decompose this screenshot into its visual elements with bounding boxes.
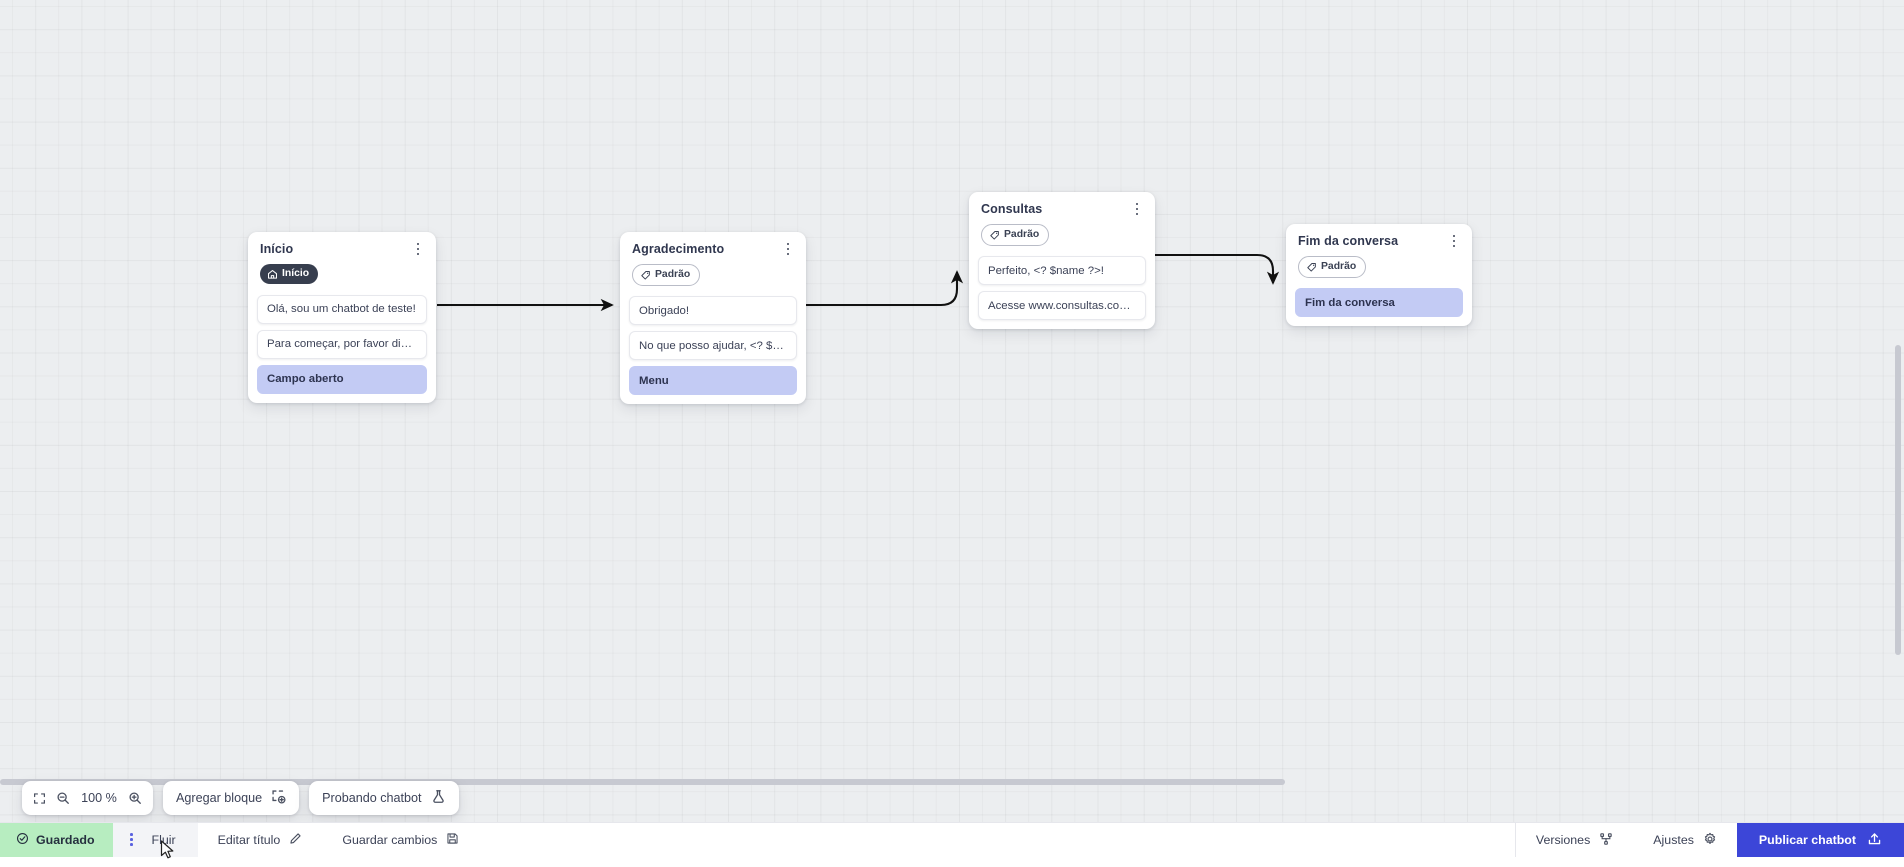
versions-button[interactable]: Versiones — [1516, 823, 1633, 857]
canvas-toolbar: 100 % Agregar bloque Probando chatbot — [22, 781, 459, 815]
add-block-group: Agregar bloque — [163, 781, 299, 815]
node-menu-kebab-icon[interactable] — [1447, 233, 1461, 249]
connector-layer — [0, 0, 1904, 822]
test-chatbot-label: Probando chatbot — [322, 791, 421, 805]
node-header: Fim da conversa — [1295, 233, 1463, 249]
flow-canvas[interactable]: Início Início Olá, sou um chatbot de tes… — [0, 0, 1904, 822]
flow-kebab-icon[interactable] — [125, 833, 139, 847]
settings-label: Ajustes — [1653, 833, 1694, 847]
node-menu-kebab-icon[interactable] — [1130, 201, 1144, 217]
pencil-icon — [289, 832, 302, 848]
node-header: Início — [257, 241, 427, 257]
save-changes-button[interactable]: Guardar cambios — [322, 823, 479, 857]
add-block-button[interactable]: Agregar bloque — [176, 789, 286, 807]
node-rows: Fim da conversa — [1295, 288, 1463, 317]
tab-flujo[interactable]: Fluir — [113, 823, 198, 857]
zoom-level-value: 100 % — [80, 791, 118, 805]
flow-node-consultas[interactable]: Consultas Padrão Perfeito, <? $name ?>! … — [969, 192, 1155, 329]
node-rows: Obrigado! No que posso ajudar, <? $name … — [629, 296, 797, 395]
vertical-scrollbar[interactable] — [1895, 345, 1901, 655]
test-chatbot-button[interactable]: Probando chatbot — [322, 789, 445, 807]
add-block-label: Agregar bloque — [176, 791, 262, 805]
node-badge-row: Padrão — [1295, 249, 1463, 280]
flow-node-fim-da-conversa[interactable]: Fim da conversa Padrão Fim da conversa — [1286, 224, 1472, 326]
saved-label: Guardado — [36, 833, 95, 847]
check-circle-icon — [16, 832, 29, 848]
publish-chatbot-button[interactable]: Publicar chatbot — [1737, 823, 1904, 857]
bottom-bar-right: Versiones Ajustes Publica — [1515, 823, 1904, 857]
node-row-accent[interactable]: Fim da conversa — [1295, 288, 1463, 317]
node-badge-default[interactable]: Padrão — [981, 224, 1049, 246]
saved-status-badge: Guardado — [0, 823, 113, 857]
zoom-out-icon[interactable] — [56, 791, 70, 805]
node-badge-row: Início — [257, 257, 427, 287]
flow-node-inicio[interactable]: Início Início Olá, sou um chatbot de tes… — [248, 232, 436, 403]
zoom-in-icon[interactable] — [128, 791, 142, 805]
node-title: Consultas — [981, 202, 1042, 217]
node-menu-kebab-icon[interactable] — [781, 241, 795, 257]
node-title: Agradecimento — [632, 242, 724, 257]
floppy-icon — [446, 832, 459, 848]
add-block-icon — [271, 789, 286, 807]
node-row[interactable]: No que posso ajudar, <? $name ... — [629, 331, 797, 360]
bottom-bar-left: Guardado Fluir Editar título Guardar cam… — [0, 823, 479, 857]
node-badge-label: Padrão — [1321, 262, 1356, 272]
flask-icon — [431, 789, 446, 807]
zoom-controls-group: 100 % — [22, 781, 153, 815]
node-badge-default[interactable]: Padrão — [632, 264, 700, 286]
node-rows: Olá, sou um chatbot de teste! Para começ… — [257, 295, 427, 394]
node-header: Consultas — [978, 201, 1146, 217]
tag-icon — [989, 230, 1000, 241]
home-icon — [267, 269, 278, 280]
upload-icon — [1867, 831, 1882, 849]
node-title: Início — [260, 242, 293, 257]
node-menu-kebab-icon[interactable] — [411, 241, 425, 257]
flow-node-agradecimento[interactable]: Agradecimento Padrão Obrigado! No que po… — [620, 232, 806, 404]
node-row-accent[interactable]: Campo aberto — [257, 365, 427, 394]
versions-label: Versiones — [1536, 833, 1590, 847]
publish-label: Publicar chatbot — [1759, 833, 1856, 847]
node-row[interactable]: Perfeito, <? $name ?>! — [978, 256, 1146, 285]
tab-flujo-label: Fluir — [152, 833, 176, 847]
edit-title-label: Editar título — [218, 833, 281, 847]
node-row[interactable]: Obrigado! — [629, 296, 797, 325]
node-title: Fim da conversa — [1298, 234, 1398, 249]
connector-agradecimento-consultas — [806, 272, 957, 305]
tag-icon — [1306, 262, 1317, 273]
node-row[interactable]: Para começar, por favor digite o ... — [257, 330, 427, 359]
node-badge-row: Padrão — [978, 217, 1146, 248]
node-badge-default[interactable]: Padrão — [1298, 256, 1366, 278]
connector-consultas-fim — [1155, 255, 1273, 283]
bottom-status-bar: Guardado Fluir Editar título Guardar cam… — [0, 822, 1904, 857]
node-badge-label: Início — [282, 269, 309, 279]
node-row[interactable]: Olá, sou um chatbot de teste! — [257, 295, 427, 324]
tag-icon — [640, 270, 651, 281]
node-badge-row: Padrão — [629, 257, 797, 288]
bottom-bar-spacer — [479, 823, 1515, 857]
node-badge-label: Padrão — [1004, 230, 1039, 240]
node-rows: Perfeito, <? $name ?>! Acesse www.consul… — [978, 256, 1146, 320]
node-row[interactable]: Acesse www.consultas.com par... — [978, 291, 1146, 320]
node-badge-start[interactable]: Início — [260, 264, 318, 284]
save-changes-label: Guardar cambios — [342, 833, 437, 847]
fit-screen-icon[interactable] — [33, 792, 46, 805]
node-header: Agradecimento — [629, 241, 797, 257]
node-row-accent[interactable]: Menu — [629, 366, 797, 395]
settings-button[interactable]: Ajustes — [1633, 823, 1737, 857]
branch-icon — [1599, 832, 1613, 849]
node-badge-label: Padrão — [655, 270, 690, 280]
test-chatbot-group: Probando chatbot — [309, 781, 458, 815]
edit-title-button[interactable]: Editar título — [198, 823, 323, 857]
gear-icon — [1703, 832, 1717, 849]
